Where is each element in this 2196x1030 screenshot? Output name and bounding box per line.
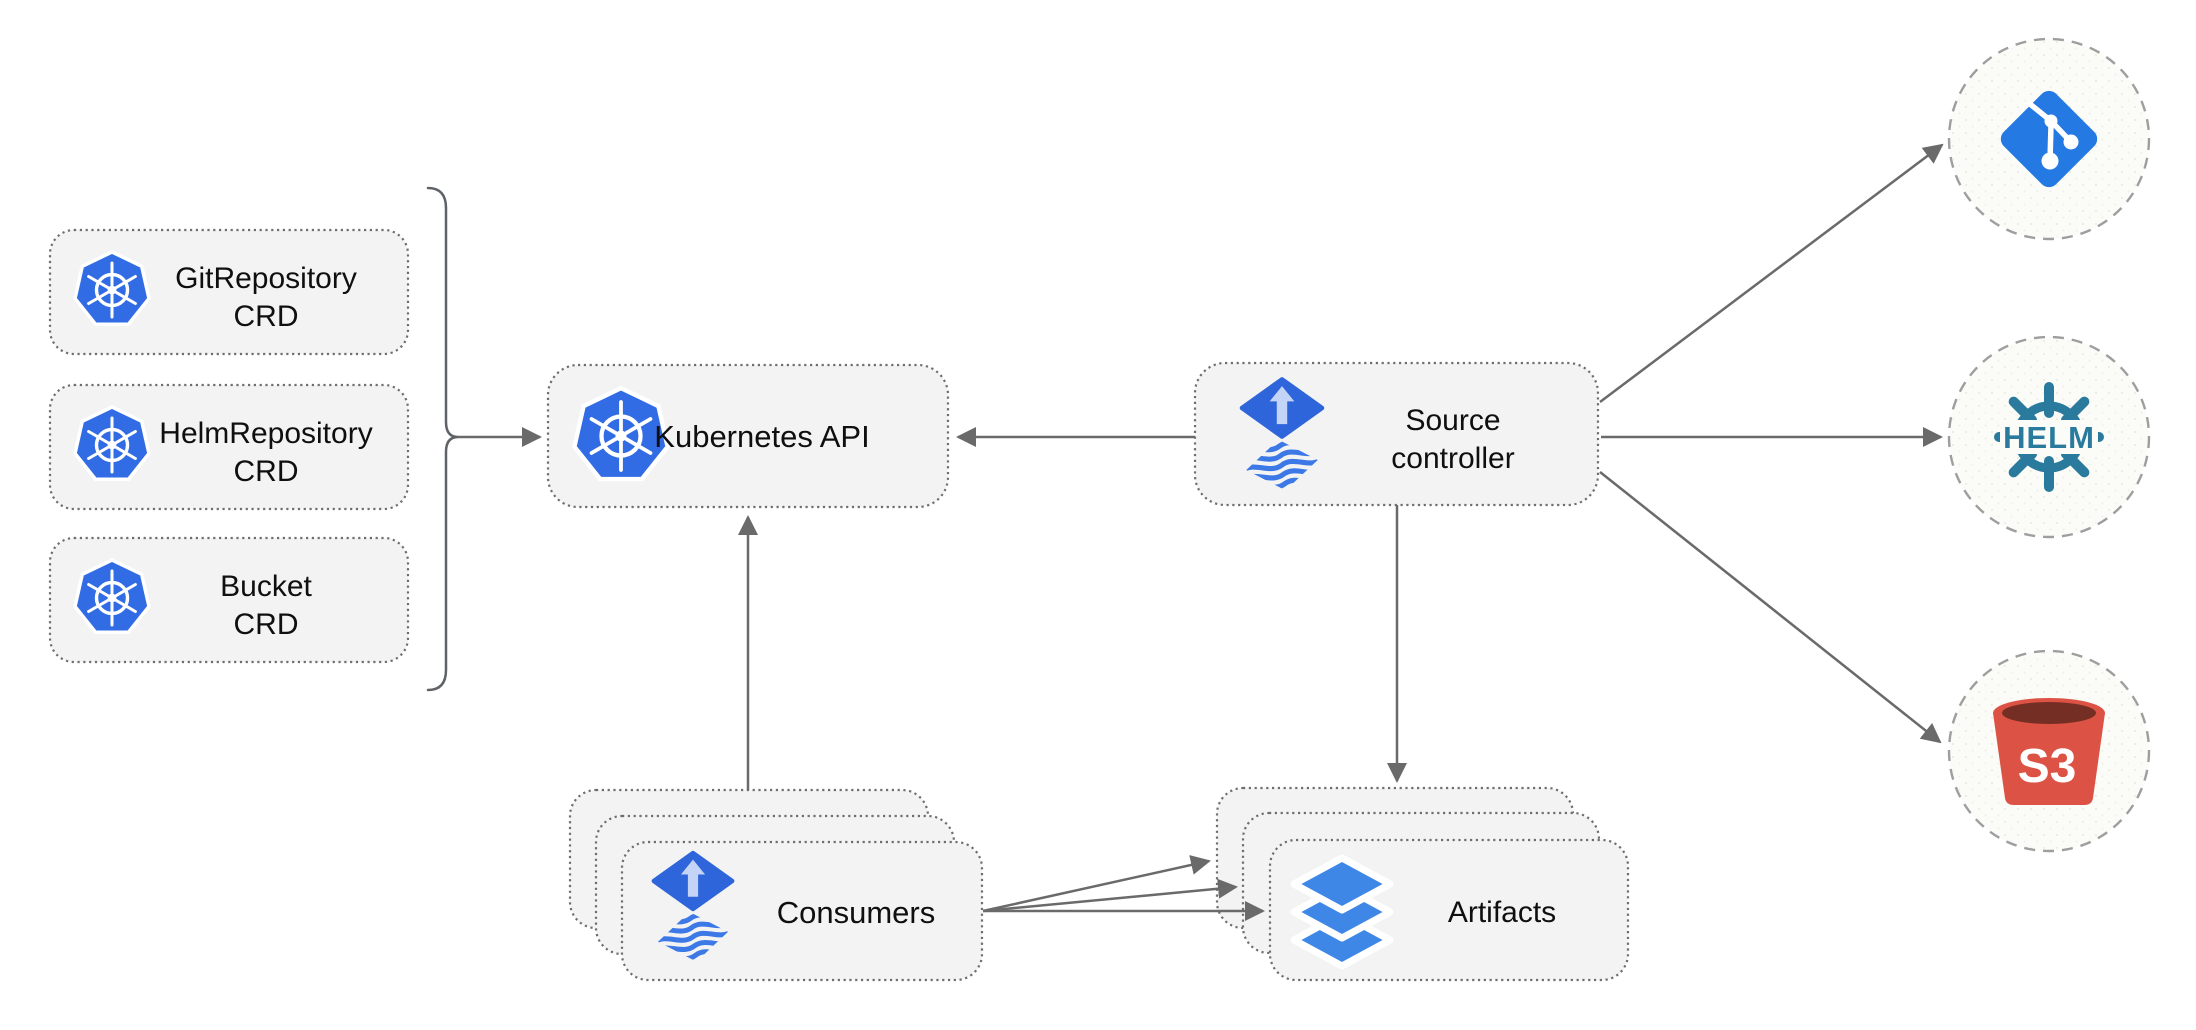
- helm-icon: HELM: [1994, 382, 2104, 492]
- gitrepository-crd-label-line2: CRD: [234, 300, 299, 333]
- node-s3-source: S3: [1947, 649, 2151, 853]
- helmrepository-crd-label-line2: CRD: [234, 455, 299, 488]
- helm-wordmark: HELM: [2003, 420, 2095, 455]
- crd-group-bracket: [426, 186, 459, 692]
- node-gitrepository-crd: GitRepository CRD: [48, 228, 410, 356]
- s3-wordmark: S3: [2018, 740, 2077, 793]
- node-helmrepository-crd: HelmRepository CRD: [48, 383, 410, 511]
- helmrepository-crd-label-line1: HelmRepository: [159, 417, 372, 450]
- arrow-source-controller-to-git: [1599, 143, 1944, 403]
- gitrepository-crd-box: [48, 228, 410, 356]
- kubernetes-icon: [73, 558, 151, 634]
- source-controller-box: [1193, 361, 1600, 507]
- s3-bucket-icon: S3: [1993, 698, 2105, 805]
- kubernetes-api-label: Kubernetes API: [654, 419, 869, 454]
- arrow-source-controller-to-s3: [1599, 471, 1942, 744]
- helmrepository-crd-box: [48, 383, 410, 511]
- arrow-consumers-to-artifacts-1: [982, 855, 1211, 913]
- node-artifacts: Artifacts: [1215, 786, 1630, 982]
- bucket-crd-label-line2: CRD: [234, 608, 299, 641]
- bucket-crd-label-line1: Bucket: [220, 570, 312, 603]
- node-source-controller: Source controller: [1193, 361, 1600, 507]
- gitrepository-crd-label-line1: GitRepository: [175, 262, 357, 295]
- node-consumers: Consumers: [568, 788, 984, 982]
- consumers-label: Consumers: [777, 895, 936, 930]
- source-controller-label-line2: controller: [1391, 442, 1514, 475]
- kubernetes-icon: [73, 250, 151, 326]
- layers-icon: [1294, 858, 1390, 966]
- node-bucket-crd: Bucket CRD: [48, 536, 410, 664]
- node-helm-source: HELM: [1947, 335, 2151, 539]
- kubernetes-icon: [73, 405, 151, 481]
- git-icon: [2000, 90, 2098, 188]
- artifacts-label: Artifacts: [1448, 896, 1556, 929]
- node-git-source: [1947, 37, 2151, 241]
- source-controller-label-line1: Source: [1405, 404, 1500, 437]
- bucket-crd-box: [48, 536, 410, 664]
- arrow-consumers-to-artifacts-2: [982, 878, 1238, 913]
- node-kubernetes-api: Kubernetes API: [546, 363, 950, 509]
